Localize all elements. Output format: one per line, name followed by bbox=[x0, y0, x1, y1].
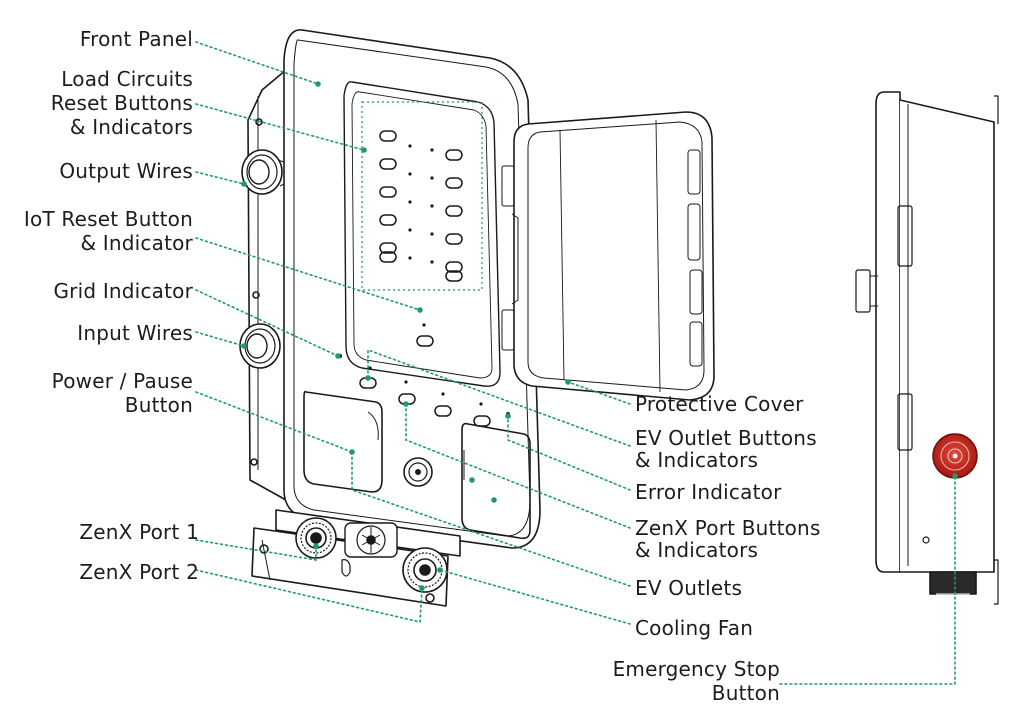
label-load-circuits-line2: Reset Buttons bbox=[50, 91, 193, 115]
zenx-port-1 bbox=[295, 517, 337, 559]
power-pause-button bbox=[403, 457, 433, 487]
label-power-pause-line2: Button bbox=[124, 393, 193, 417]
label-load-circuits-line3: & Indicators bbox=[69, 115, 193, 139]
label-zenx-port-buttons-line2: & Indicators bbox=[635, 538, 759, 562]
side-view bbox=[855, 91, 999, 605]
label-ev-outlets: EV Outlets bbox=[635, 576, 743, 600]
label-emergency-stop-line1: Emergency Stop bbox=[612, 657, 780, 681]
label-iot-reset-line2: & Indicator bbox=[80, 231, 193, 255]
output-wires-gland bbox=[241, 149, 285, 195]
leader-dots bbox=[241, 81, 958, 591]
label-output-wires: Output Wires bbox=[59, 159, 193, 183]
leader-lines bbox=[195, 41, 956, 685]
housing-side bbox=[247, 69, 287, 501]
label-emergency-stop-line2: Button bbox=[711, 681, 780, 705]
main-unit bbox=[239, 29, 715, 607]
protective-cover-drawing bbox=[501, 111, 715, 401]
label-cooling-fan: Cooling Fan bbox=[635, 616, 754, 640]
emergency-stop-button bbox=[932, 433, 978, 479]
label-zenx-port-1: ZenX Port 1 bbox=[79, 520, 199, 544]
label-iot-reset-line1: IoT Reset Button bbox=[23, 207, 193, 231]
cooling-fan bbox=[344, 522, 398, 558]
label-protective-cover: Protective Cover bbox=[635, 392, 804, 416]
label-front-panel: Front Panel bbox=[79, 27, 193, 51]
label-zenx-port-2: ZenX Port 2 bbox=[79, 560, 199, 584]
label-grid-indicator: Grid Indicator bbox=[53, 279, 193, 303]
front-panel-body bbox=[283, 29, 541, 549]
ev-outlet-right bbox=[461, 422, 531, 540]
label-ev-outlet-buttons-line2: & Indicators bbox=[635, 448, 759, 472]
load-circuit-buttons bbox=[379, 130, 463, 282]
label-power-pause-line1: Power / Pause bbox=[51, 369, 193, 393]
label-input-wires: Input Wires bbox=[77, 321, 193, 345]
iot-reset-button bbox=[416, 335, 434, 347]
label-ev-outlet-buttons-line1: EV Outlet Buttons bbox=[635, 426, 817, 450]
control-window bbox=[343, 81, 501, 387]
label-load-circuits-line1: Load Circuits bbox=[61, 67, 193, 91]
ev-outlet-left bbox=[303, 390, 383, 493]
label-zenx-port-buttons-line1: ZenX Port Buttons bbox=[635, 516, 821, 540]
label-error-indicator: Error Indicator bbox=[635, 480, 782, 504]
